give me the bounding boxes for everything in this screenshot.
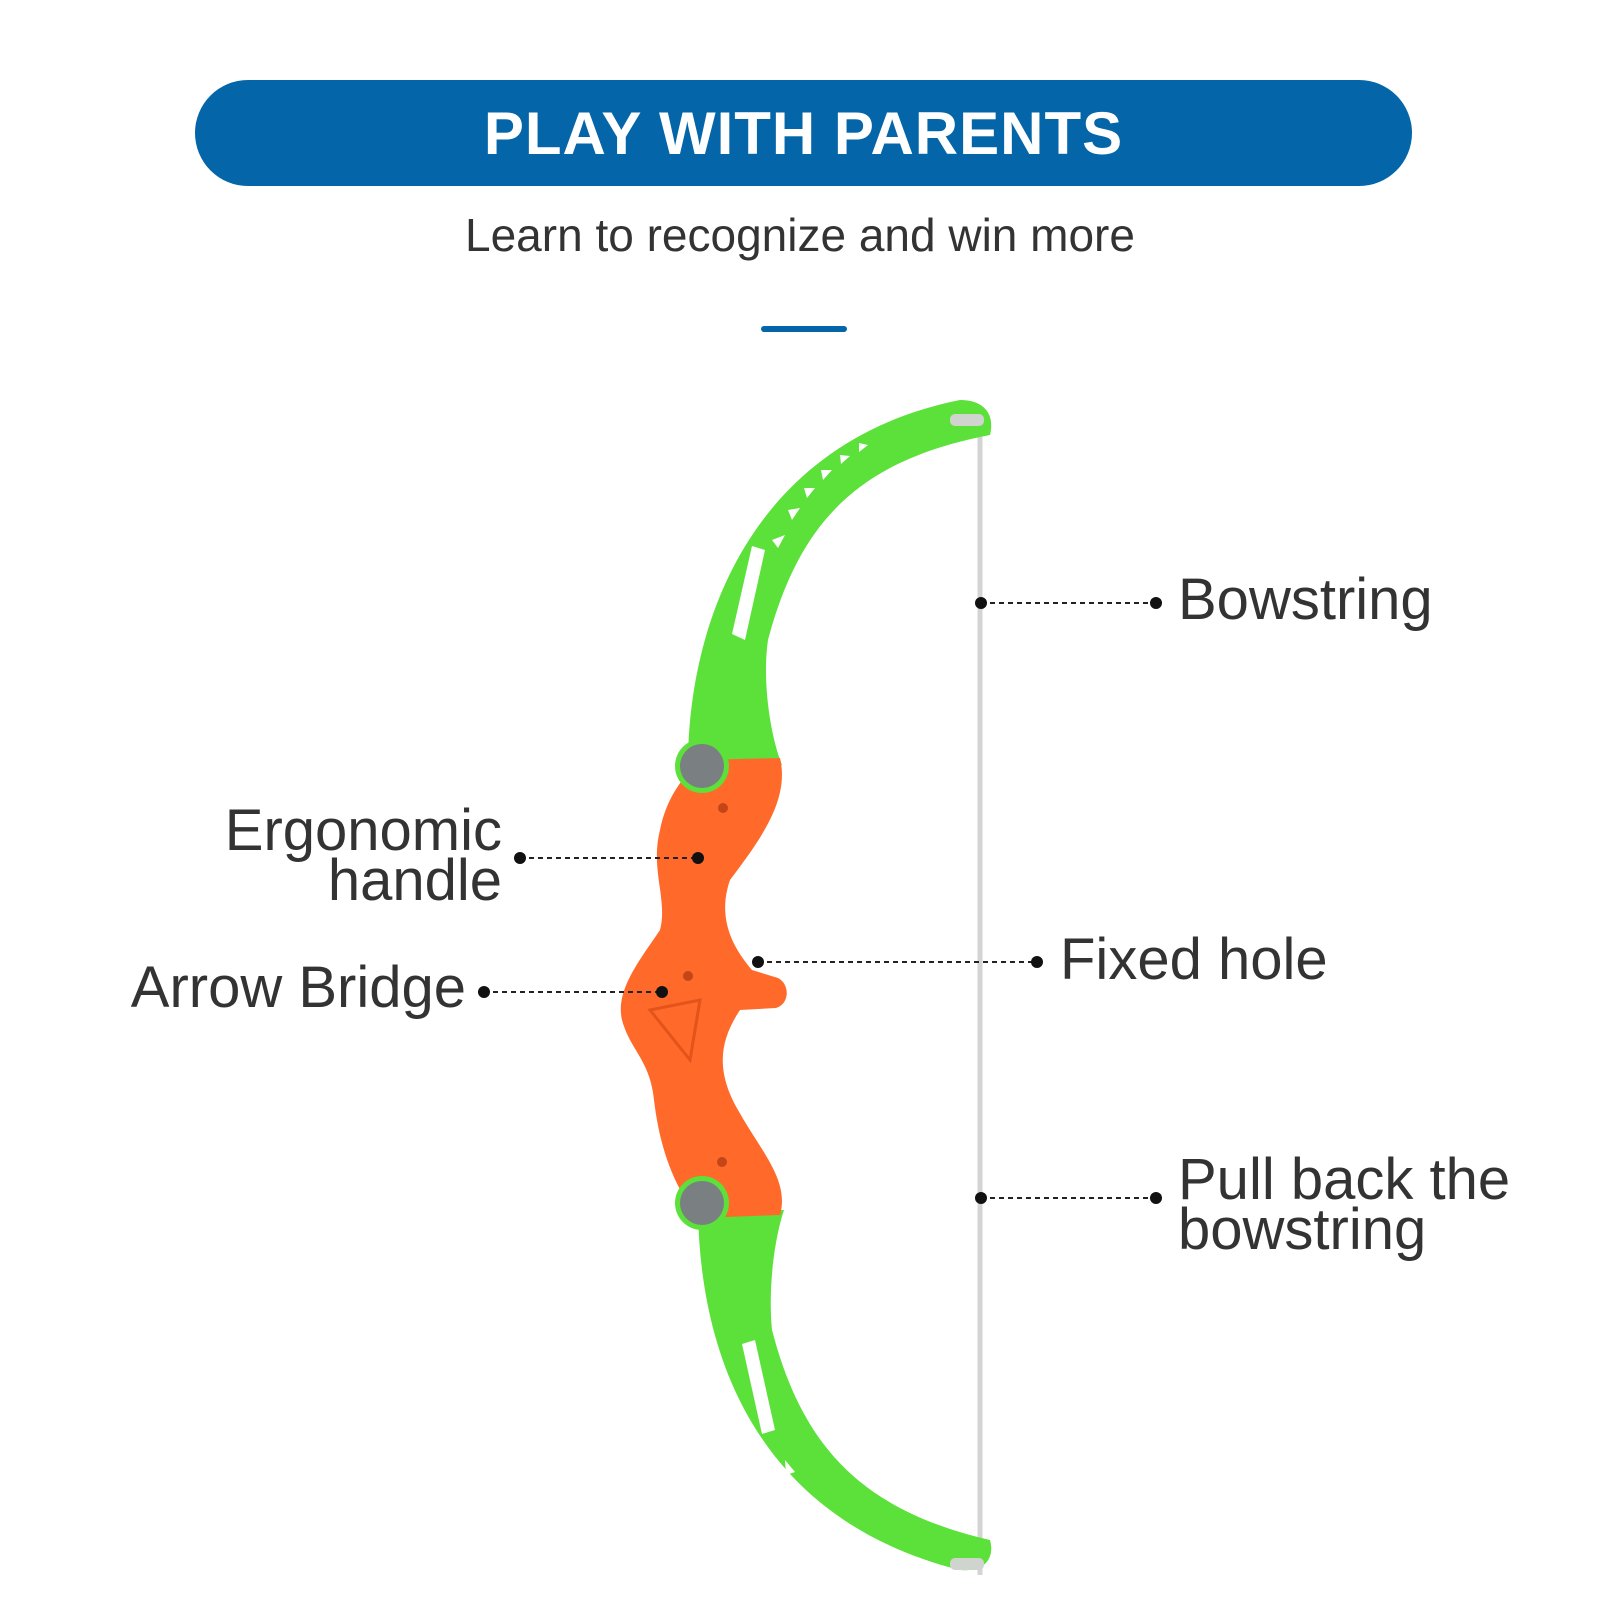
subtitle: Learn to recognize and win more xyxy=(465,209,1135,261)
lower-limb-bolt xyxy=(675,1176,729,1230)
lower-limb-cutouts xyxy=(742,1340,866,1543)
riser-grip-detail xyxy=(647,998,702,1064)
label-arrow-bridge: Arrow Bridge xyxy=(130,955,466,1020)
riser-handle xyxy=(620,758,787,1218)
lower-limb-tip xyxy=(950,1558,984,1570)
fixed-hole-dot xyxy=(718,803,728,813)
upper-limb-cutouts xyxy=(732,443,868,640)
lower-riser-hole xyxy=(717,1157,727,1167)
label-fixed-hole-text: Fixed hole xyxy=(1060,927,1328,992)
lower-limb xyxy=(698,1210,992,1571)
label-ergonomic-line2: handle xyxy=(327,848,502,913)
label-arrow-bridge-text: Arrow Bridge xyxy=(130,955,466,1020)
label-pull-back-line1: Pull back the xyxy=(1178,1147,1511,1212)
label-fixed-hole: Fixed hole xyxy=(1060,927,1328,992)
banner-title: PLAY WITH PARENTS xyxy=(483,99,1124,167)
leader-bowstring xyxy=(975,597,1162,609)
upper-limb-tip xyxy=(950,414,984,426)
label-bowstring-text: Bowstring xyxy=(1178,567,1433,632)
upper-limb-bolt xyxy=(675,739,729,793)
upper-limb xyxy=(688,400,992,765)
leader-fixed-hole xyxy=(752,956,1043,968)
arrow-bridge-hole xyxy=(683,971,693,981)
leader-ergonomic-handle xyxy=(514,852,704,864)
leader-pull-back xyxy=(975,1192,1162,1204)
title-banner: PLAY WITH PARENTS xyxy=(195,80,1412,186)
label-ergonomic-handle: Ergonomic handle xyxy=(224,798,502,913)
title-divider xyxy=(761,326,847,332)
label-pull-back: Pull back the bowstring xyxy=(1178,1147,1511,1262)
label-ergonomic-line1: Ergonomic xyxy=(224,798,502,863)
label-bowstring: Bowstring xyxy=(1178,567,1433,632)
leader-arrow-bridge xyxy=(478,986,668,998)
label-pull-back-line2: bowstring xyxy=(1178,1197,1427,1262)
